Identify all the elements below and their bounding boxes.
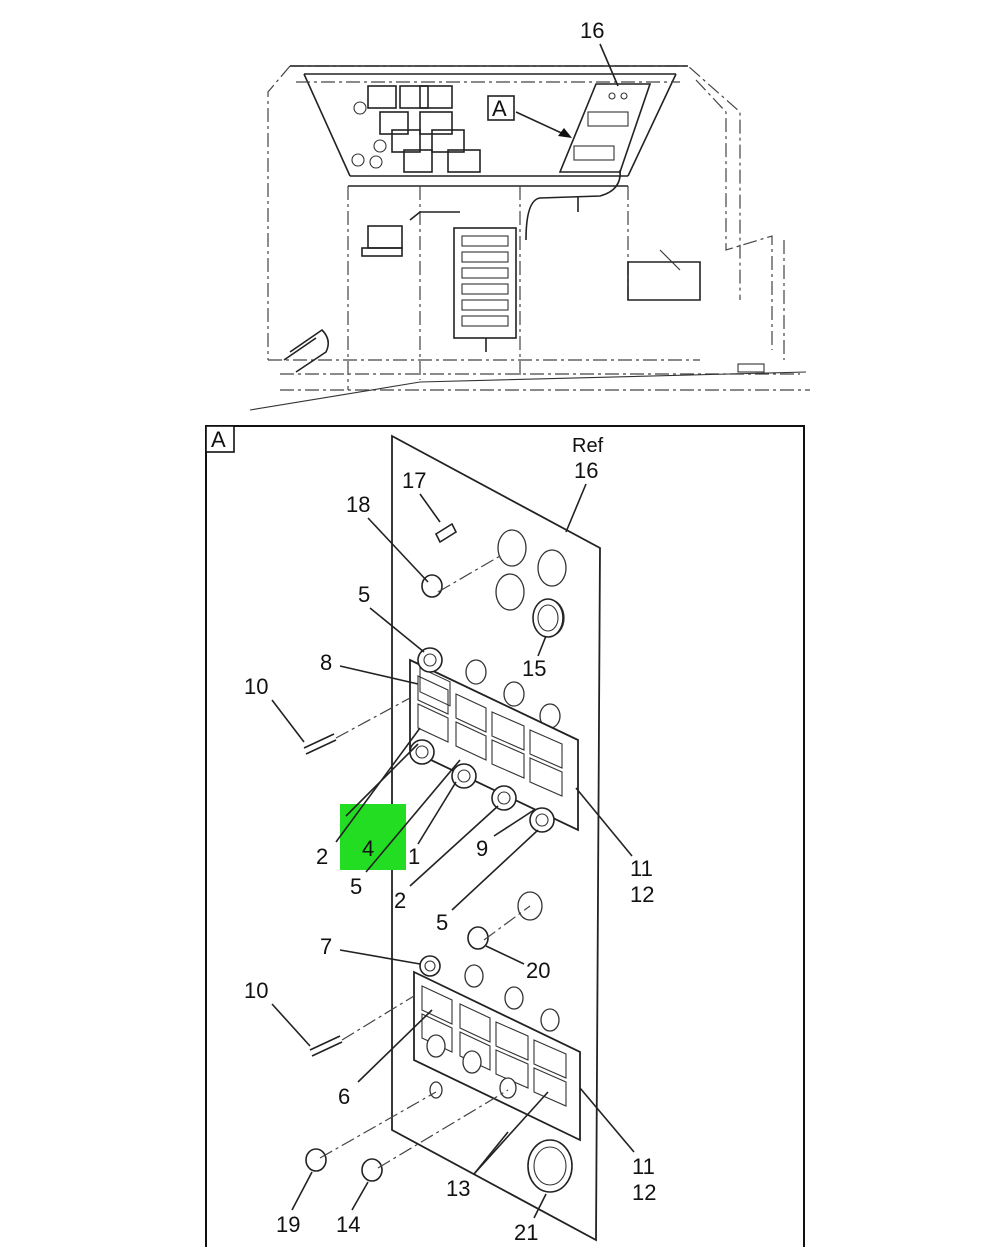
callouts: 17 18 5 8 15 10 2 1 5 2 9 5 11	[244, 468, 656, 1245]
upper-switch-bracket	[409, 658, 579, 832]
callout-2a: 2	[316, 844, 328, 869]
detail-view-a: A	[205, 425, 805, 1247]
callout-5c: 5	[436, 910, 448, 935]
callout-17: 17	[402, 468, 426, 493]
callout-11a: 11	[630, 856, 653, 881]
ref-number: 16	[574, 458, 598, 483]
callout-10b: 10	[244, 978, 268, 1003]
detail-frame-label: A	[211, 427, 226, 452]
detail-frame	[205, 425, 805, 1247]
switch-components	[305, 522, 555, 1182]
fuse-block	[453, 227, 517, 352]
callout-8: 8	[320, 650, 332, 675]
callout-5b: 5	[350, 874, 362, 899]
view-flag-a: A	[492, 96, 507, 121]
callout-13: 13	[446, 1176, 470, 1201]
callout-2b: 2	[394, 888, 406, 913]
callout-14: 14	[336, 1212, 360, 1237]
ref-text: Ref	[572, 435, 604, 457]
callout-19: 19	[276, 1212, 300, 1237]
dash-gauges	[351, 85, 481, 173]
screws	[303, 733, 343, 1057]
lower-switch-bracket	[413, 970, 581, 1142]
callout-15: 15	[522, 656, 546, 681]
highlight-label: 4	[362, 836, 374, 861]
arrow-head	[558, 128, 572, 138]
callout-5a: 5	[358, 582, 370, 607]
callout-6: 6	[338, 1084, 350, 1109]
callout-21: 21	[514, 1220, 538, 1245]
callout-12b: 12	[632, 1180, 656, 1205]
callout-16-overview: 16	[580, 18, 604, 43]
callout-11b: 11	[632, 1154, 655, 1179]
callout-20: 20	[526, 958, 550, 983]
panel-holes-bottom	[426, 891, 560, 1099]
callout-7: 7	[320, 934, 332, 959]
overview-cab-drawing: 16 A	[249, 18, 810, 411]
callout-1b: 1	[408, 844, 420, 869]
callout-9: 9	[476, 836, 488, 861]
callout-10a: 10	[244, 674, 268, 699]
callout-18: 18	[346, 492, 370, 517]
callout-12a: 12	[630, 882, 654, 907]
relay-block	[361, 225, 403, 257]
view-flag-box	[487, 95, 515, 121]
detail-frame-tag	[205, 425, 235, 453]
